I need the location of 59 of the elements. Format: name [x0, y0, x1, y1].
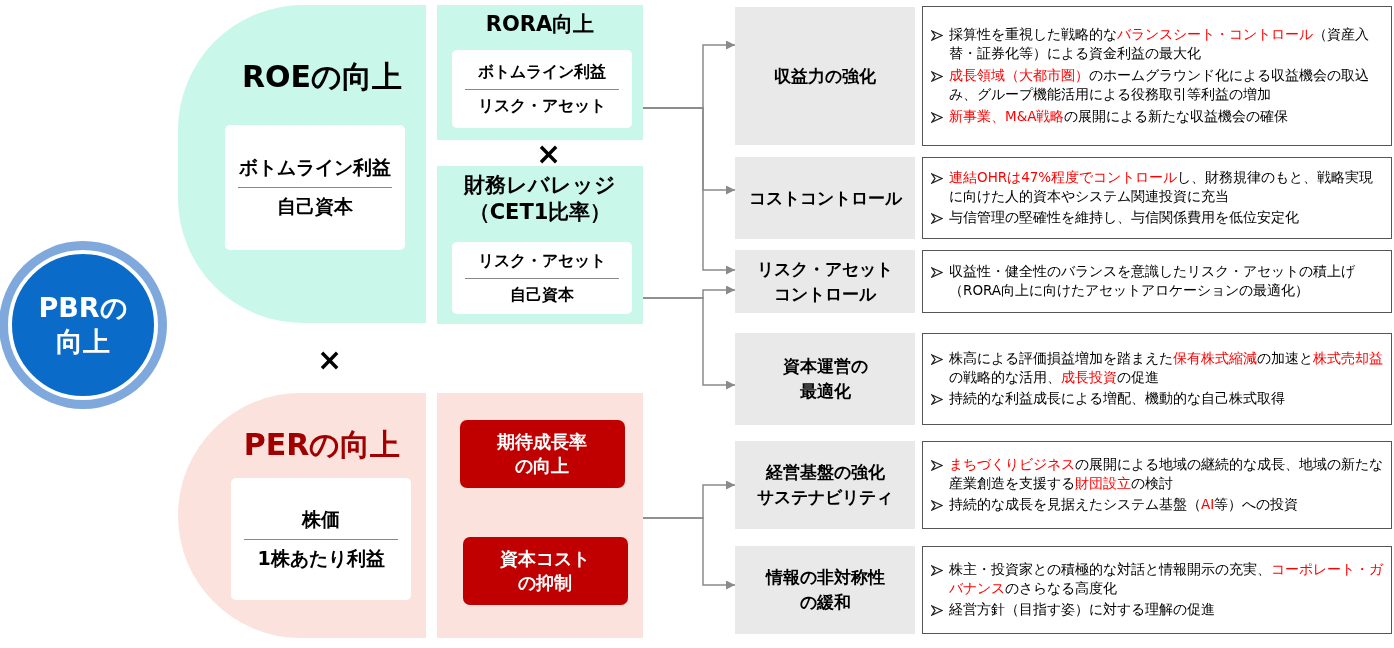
panel-title: ROEの向上: [240, 58, 404, 96]
numerator-text: リスク・アセット: [478, 250, 606, 272]
fraction-card: [225, 125, 405, 250]
bullet-list-box: [922, 6, 1392, 146]
category-panel: [735, 157, 915, 239]
bullet-text: 採算性を重視した戦略的なバランスシート・コントロール（資産入替・証券化等）による資金利益の最大化: [949, 25, 1370, 64]
bullet-text: 株主・投資家との積極的な対話と情報開示の充実、コーポレート・ガバナンスのさらなる高度化: [949, 559, 1385, 598]
bullet-list-box: [922, 546, 1392, 634]
numerator-text: ボトムライン利益: [478, 61, 606, 83]
fraction-card: [452, 50, 632, 128]
bullet-list-box: [922, 333, 1392, 425]
bullet-text: 経営方針（目指す姿）に対する理解の促進: [949, 600, 1215, 620]
panel-title: PERの向上: [242, 426, 402, 464]
fraction-card: [231, 478, 411, 600]
bullet-list-box: [922, 250, 1392, 313]
bullet-text: 株高による評価損益増加を踏まえた保有株式縮減の加速と株式売却益の戦略的な活用、成長投資の促進: [949, 348, 1384, 387]
category-panel: [735, 333, 915, 425]
rounded-panel: [178, 5, 426, 323]
arrow: [642, 107, 736, 275]
highlight-tag: 資本コストの抑制: [463, 537, 628, 605]
panel: [437, 5, 643, 140]
category-panel: [735, 7, 915, 145]
bullet-text: 持続的な成長を見据えたシステム基盤（AI等）への投資: [949, 495, 1299, 515]
category-title: 情報の非対称性の緩和: [764, 566, 886, 614]
bullet-text: 持続的な利益成長による増配、機動的な自己株式取得: [949, 389, 1285, 409]
bullet-text: まちづくりビジネスの展開による地域の継続的な成長、地域の新たな産業創造を支援する財団設立の検討: [949, 454, 1384, 493]
numerator-text: ボトムライン利益: [239, 155, 391, 180]
denominator-text: 自己資本: [510, 284, 574, 306]
category-panel: [735, 546, 915, 634]
bullet-text: 連結OHRは47%程度でコントロールし、財務規律のもと、戦略実現に向けた人的資本やシステム関連投資に充当: [949, 167, 1375, 206]
category-title: サステナビリティ: [757, 486, 893, 509]
panel: [437, 166, 643, 324]
category-title: 経営基盤の強化: [765, 461, 885, 485]
highlight-tag: 期待成長率の向上: [460, 420, 625, 488]
panel-title: 財務レバレッジ（CET1比率）: [462, 172, 617, 227]
panel-title: RORA向上: [484, 11, 596, 38]
category-title: リスク・アセットコントロール: [756, 257, 894, 306]
category-panel: [735, 441, 915, 529]
panel: [437, 393, 643, 638]
bullet-list-box: [922, 441, 1392, 529]
multiply-sign: ×: [536, 136, 562, 171]
bullet-text: 新事業、M&A戦略の展開による新たな収益機会の確保: [949, 106, 1289, 126]
arrow: [642, 517, 736, 590]
bullet-text: 与信管理の堅確性を維持し、与信関係費用を低位安定化: [949, 208, 1299, 228]
denominator-text: 自己資本: [277, 194, 353, 219]
arrow: [642, 297, 736, 390]
category-title: 収益力の強化: [774, 64, 876, 88]
bullet-text: 収益性・健全性のバランスを意識したリスク・アセットの積上げ（RORA向上に向けたアセットアロケーションの最適化）: [949, 262, 1356, 300]
denominator-text: 1株あたり利益: [257, 545, 385, 571]
denominator-text: リスク・アセット: [478, 95, 606, 117]
multiply-sign: ×: [317, 342, 343, 377]
numerator-text: 株価: [302, 506, 340, 532]
category-title: 資本運営の最適化: [781, 355, 869, 403]
bullet-text: 成長領域（大都市圏）のホームグラウンド化による収益機会の取込み、グループ機能活用による役務取引等利益の増加: [949, 66, 1370, 104]
category-title: コストコントロール: [748, 186, 902, 210]
rounded-panel: [178, 393, 426, 638]
bullet-list-box: [922, 157, 1392, 239]
fraction-card: [452, 242, 632, 314]
category-panel: [735, 250, 915, 313]
